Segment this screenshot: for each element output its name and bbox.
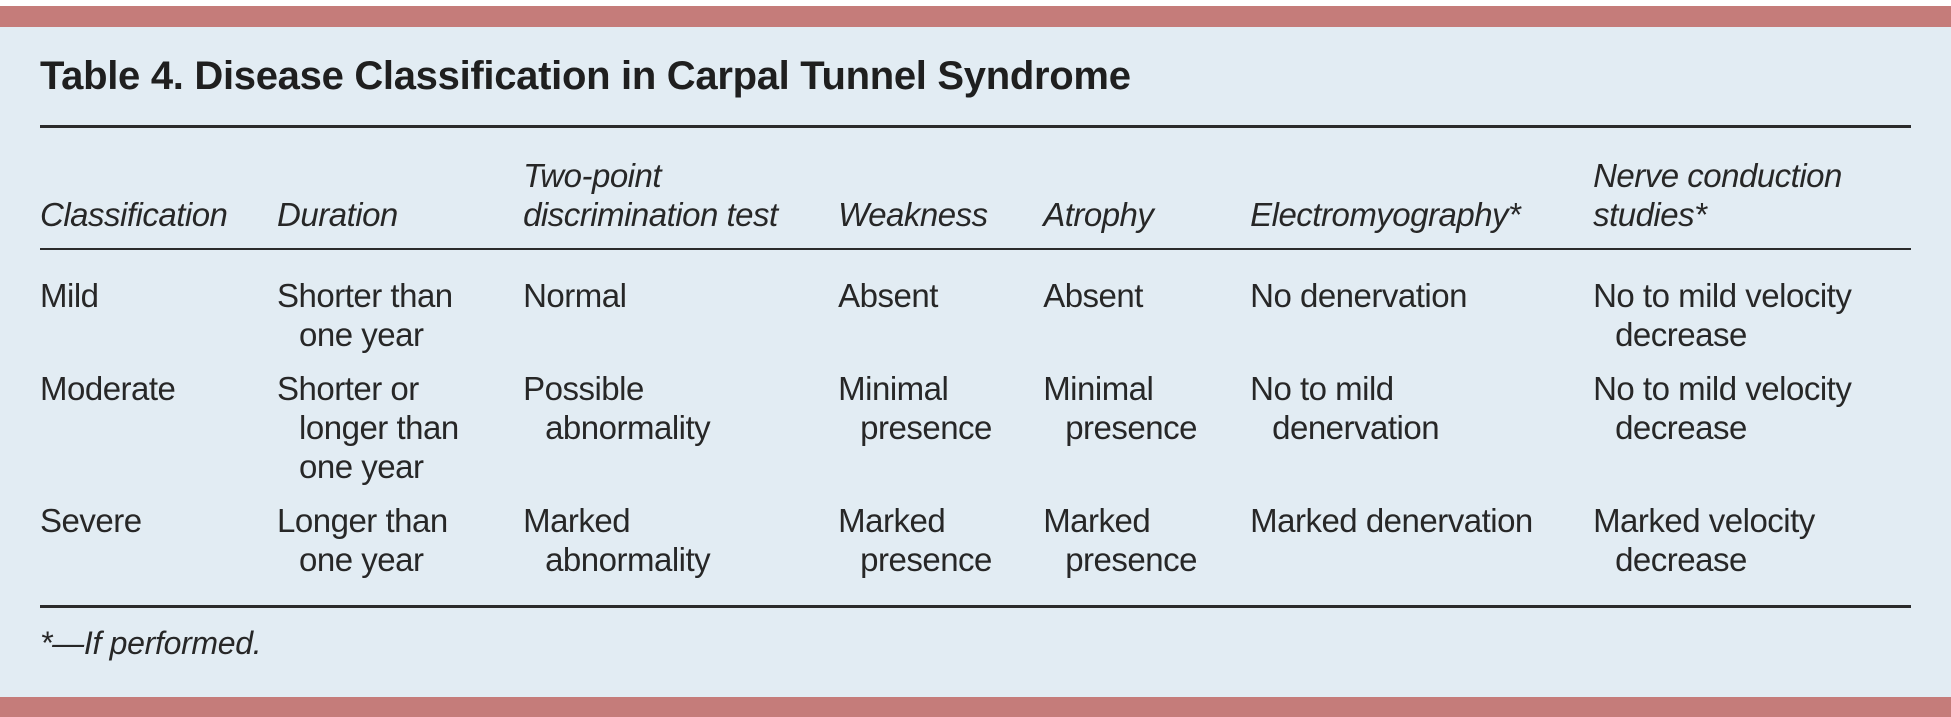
table-title: Table 4. Disease Classification in Carpa… bbox=[40, 54, 1131, 98]
column-header-two-point-discrimination-test: Two-point discrimination test bbox=[523, 128, 839, 250]
cell-two-point: Possible abnormality bbox=[523, 370, 711, 446]
header-row: Classification Duration Two-point discri… bbox=[40, 128, 1911, 250]
cell-classification: Moderate bbox=[40, 370, 176, 407]
title-divider bbox=[40, 125, 1911, 128]
column-header-weakness: Weakness bbox=[838, 128, 1044, 250]
cell-nerve-conduction: No to mild velocity decrease bbox=[1593, 277, 1852, 353]
disease-classification-table: Classification Duration Two-point discri… bbox=[40, 128, 1911, 605]
cell-atrophy: Minimal presence bbox=[1043, 370, 1197, 446]
cell-two-point: Normal bbox=[523, 277, 627, 314]
table-row-mild: Mild Shorter than one year Normal Absent… bbox=[40, 249, 1911, 369]
cell-electromyography: No denervation bbox=[1250, 277, 1467, 314]
cell-nerve-conduction: Marked velocity decrease bbox=[1593, 502, 1815, 578]
top-accent-bar bbox=[0, 6, 1951, 27]
footnote-divider bbox=[40, 605, 1911, 608]
bottom-accent-bar bbox=[0, 697, 1951, 717]
cell-electromyography: No to mild denervation bbox=[1250, 370, 1440, 446]
column-header-duration: Duration bbox=[277, 128, 524, 250]
table-row-severe: Severe Longer than one year Marked abnor… bbox=[40, 501, 1911, 605]
cell-electromyography: Marked denervation bbox=[1250, 502, 1533, 539]
column-header-nerve-conduction-studies: Nerve conduction studies* bbox=[1593, 128, 1911, 250]
column-header-electromyography: Electromyography* bbox=[1250, 128, 1594, 250]
cell-weakness: Absent bbox=[838, 277, 938, 314]
cell-classification: Mild bbox=[40, 277, 99, 314]
cell-weakness: Marked presence bbox=[838, 502, 992, 578]
cell-classification: Severe bbox=[40, 502, 142, 539]
table-panel: Table 4. Disease Classification in Carpa… bbox=[0, 27, 1951, 697]
cell-atrophy: Absent bbox=[1043, 277, 1143, 314]
table-row-moderate: Moderate Shorter or longer than one year… bbox=[40, 369, 1911, 501]
cell-duration: Shorter than one year bbox=[277, 277, 453, 353]
column-header-classification: Classification bbox=[40, 128, 278, 250]
cell-two-point: Marked abnormality bbox=[523, 502, 711, 578]
cell-nerve-conduction: No to mild velocity decrease bbox=[1593, 370, 1852, 446]
cell-weakness: Minimal presence bbox=[838, 370, 992, 446]
cell-duration: Shorter or longer than one year bbox=[277, 370, 459, 485]
column-header-atrophy: Atrophy bbox=[1043, 128, 1251, 250]
cell-duration: Longer than one year bbox=[277, 502, 448, 578]
cell-atrophy: Marked presence bbox=[1043, 502, 1197, 578]
table-footnote: *—If performed. bbox=[40, 625, 262, 661]
